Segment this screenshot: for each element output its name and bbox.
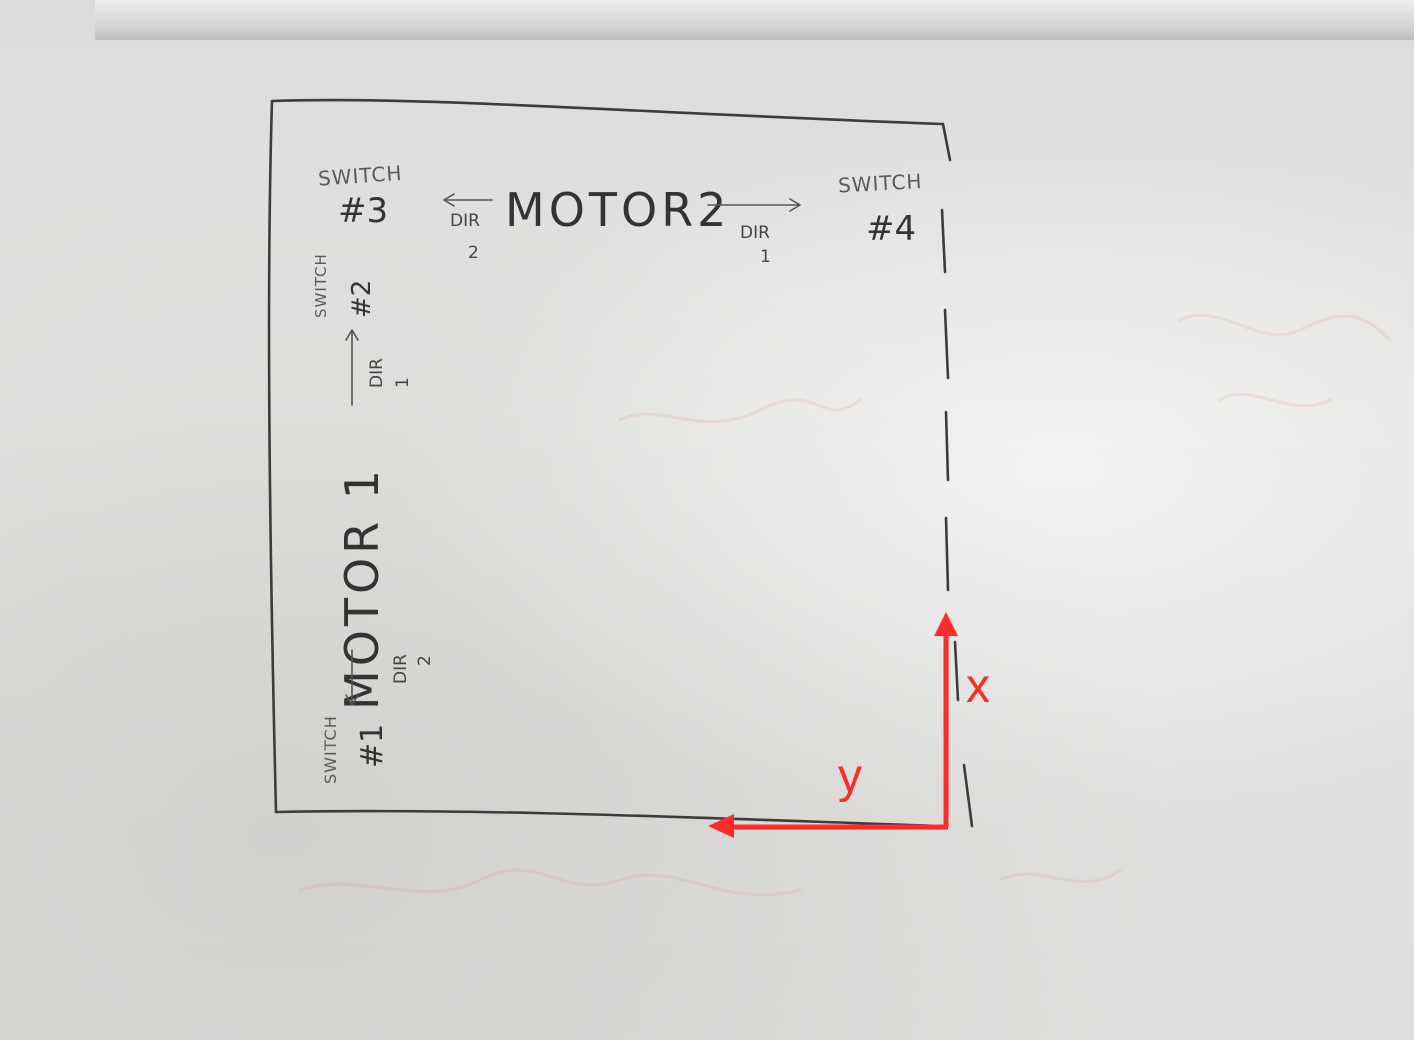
switch-1-word: SWITCH	[321, 715, 340, 784]
switch-2: SWITCH #2	[312, 253, 377, 318]
motor2-dir-left: DIR	[450, 211, 480, 231]
switch-4-number: #4	[866, 209, 916, 249]
motor1-label-group: MOTOR 1	[335, 466, 389, 710]
motor1-dir-bottom: DIR 2	[345, 649, 435, 706]
motor1-dir-top-num: 1	[393, 377, 413, 388]
motor2-label-group: MOTOR2 DIR 2 DIR 1	[443, 183, 801, 267]
x-axis-arrowhead	[934, 612, 958, 636]
switch-3: SWITCH	[317, 161, 403, 191]
motor2-label: MOTOR2	[505, 183, 730, 237]
motor1-dir-bottom-label: DIR	[391, 654, 411, 684]
motor1-dir-top-label: DIR	[367, 358, 387, 388]
motor2-dir-right: DIR	[740, 223, 770, 243]
box-outline	[267, 98, 952, 828]
motor2-dir-right-num: 1	[760, 247, 771, 267]
switch-3-word: SWITCH	[317, 161, 403, 191]
switch-1-number: #1	[355, 724, 390, 768]
switch-4-word: SWITCH	[837, 169, 923, 197]
switch-1: SWITCH #1	[321, 715, 390, 784]
y-axis-label: y	[838, 750, 862, 803]
switch-2-number: #2	[347, 280, 377, 318]
switch-2-word: SWITCH	[312, 253, 330, 318]
x-axis-label: x	[966, 660, 990, 713]
whiteboard-frame-edge	[95, 0, 1414, 40]
motor1-label: MOTOR 1	[335, 466, 389, 710]
motor1-dir-top: DIR 1	[345, 329, 413, 406]
right-side-dashes	[940, 208, 974, 828]
switch-3-number: #3	[338, 191, 388, 231]
faint-erased-writing	[298, 313, 1392, 897]
motor1-dir-bottom-num: 2	[415, 655, 435, 666]
switch-4: SWITCH	[837, 169, 923, 197]
y-axis-arrowhead	[708, 814, 734, 838]
motor2-dir-left-num: 2	[468, 243, 479, 263]
red-axes-annotation: x y	[708, 612, 990, 838]
